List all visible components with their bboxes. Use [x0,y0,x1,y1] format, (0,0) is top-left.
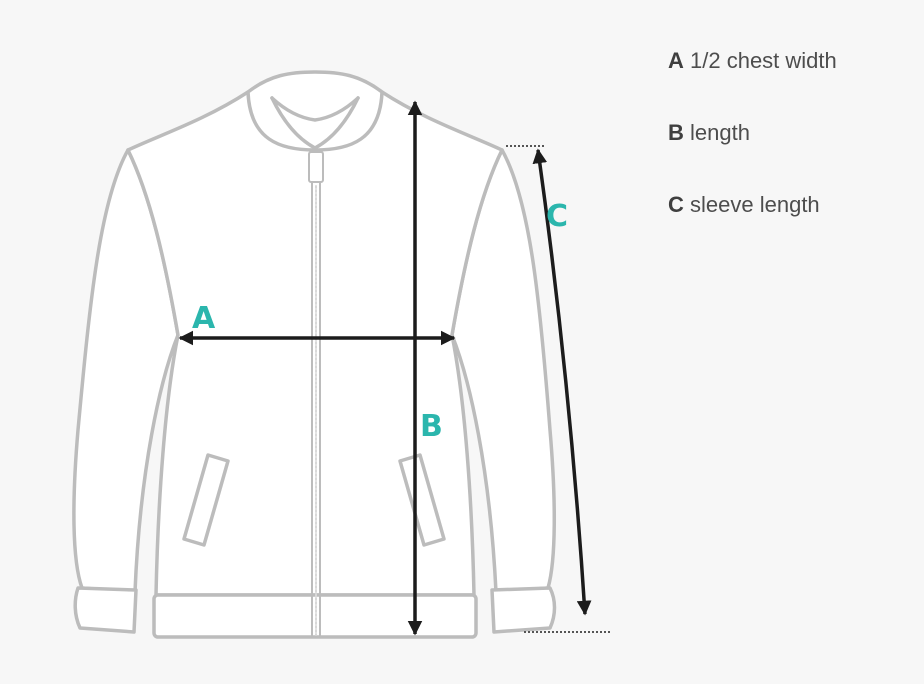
collar-inner [270,96,360,122]
legend-label: length [690,120,750,145]
legend-item-c: C sleeve length [668,190,908,262]
left-pocket [182,453,230,547]
left-cuff [73,586,138,634]
legend-label: 1/2 chest width [690,48,837,73]
marker-b: B [420,409,443,444]
legend-label: sleeve length [690,192,820,217]
bomber-jacket-icon [72,70,557,639]
legend-key: A [668,48,684,73]
legend-key: B [668,120,684,145]
marker-c: C [546,199,568,234]
zipper-pull [308,151,324,183]
legend-item-b: B length [668,118,908,190]
sleeve-length-arrow [532,148,592,616]
jacket-collar [246,70,384,152]
legend-item-a: A 1/2 chest width [668,46,908,118]
marker-a: A [192,301,216,336]
right-cuff [490,586,557,634]
legend-key: C [668,192,684,217]
measurement-legend: A 1/2 chest width B length C sleeve leng… [668,46,908,262]
